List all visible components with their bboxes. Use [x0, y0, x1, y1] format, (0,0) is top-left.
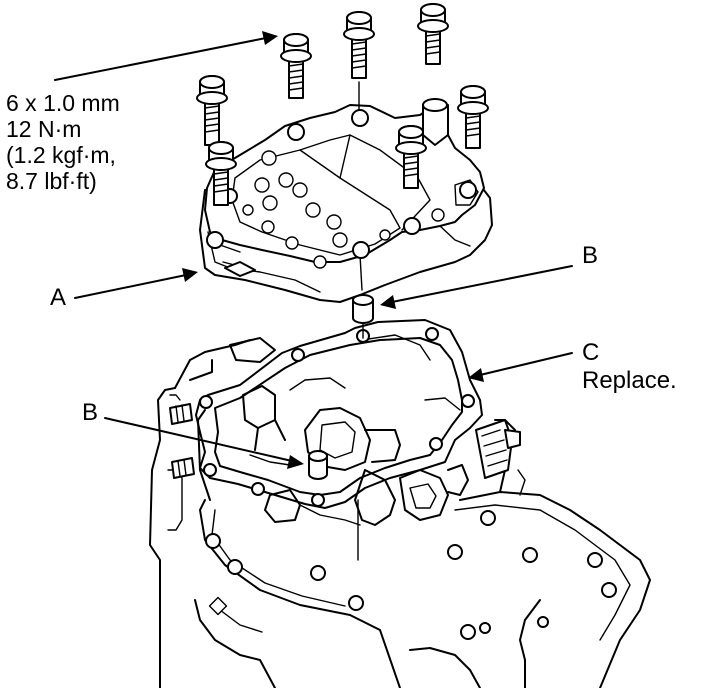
bolt-1 [280, 33, 312, 99]
label-b-left: B [82, 399, 99, 426]
label-c-replace-note: Replace. [582, 367, 677, 394]
transmission-housing [149, 334, 651, 688]
bolt-7 [395, 125, 427, 189]
label-c: C [582, 339, 600, 366]
torque-kgfm-text: (1.2 kgf·m, [6, 142, 116, 168]
bolts [196, 3, 489, 206]
bolt-3 [417, 3, 449, 65]
bolt-4 [196, 75, 228, 146]
leader-lines [54, 31, 573, 469]
bolt-size-text: 6 x 1.0 mm [6, 90, 120, 116]
label-a: A [50, 284, 67, 311]
bolt-spec-callout: 6 x 1.0 mm 12 N·m (1.2 kgf·m, 8.7 lbf·ft… [6, 90, 120, 194]
torque-lbfft-text: 8.7 lbf·ft) [6, 168, 97, 194]
dowel-pin-b-lower [308, 450, 328, 480]
bolt-5 [457, 85, 489, 149]
gasket-c [195, 319, 483, 509]
torque-nm-text: 12 N·m [6, 116, 82, 142]
bolt-2 [343, 11, 375, 79]
dowel-pin-b-upper [352, 294, 374, 339]
label-b-top: B [582, 242, 599, 269]
cover-a [199, 98, 493, 303]
bolt-6 [205, 141, 237, 206]
